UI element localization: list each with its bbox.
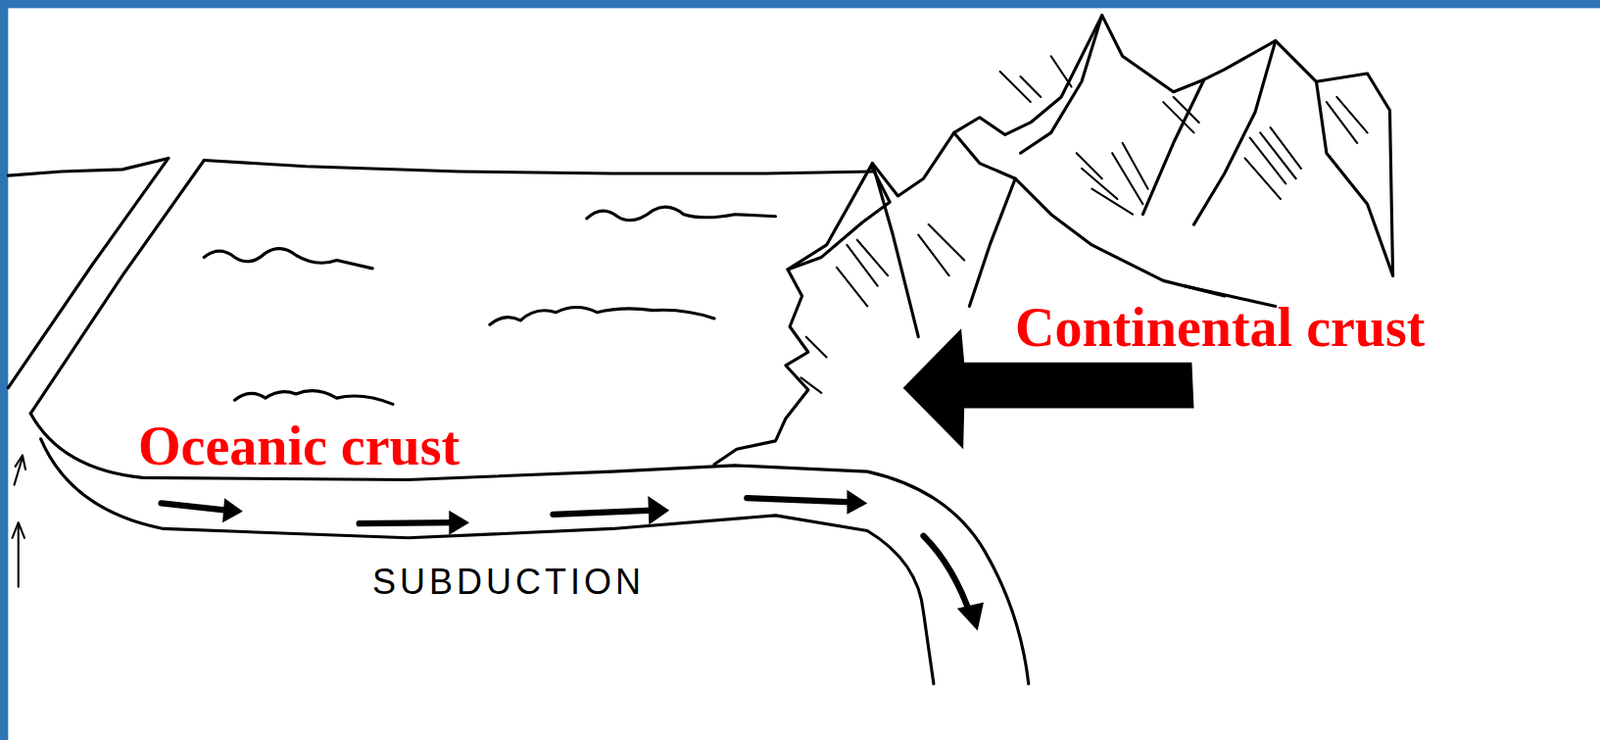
crust-label: Continental crust (1015, 299, 1425, 355)
sea-surface (7, 157, 169, 176)
wave (235, 390, 393, 405)
slab-top (30, 413, 1029, 684)
crust-label: Oceanic crust (138, 418, 460, 474)
mountain-flank (1315, 81, 1393, 276)
sea-surface (203, 159, 873, 174)
motion-arrow (746, 497, 852, 502)
motion-arrow (359, 522, 455, 524)
mountain-flank (872, 163, 919, 338)
mountain-flank (969, 178, 1016, 306)
wave (489, 306, 715, 325)
ridge-edge (7, 157, 169, 388)
mountain-ridge (787, 15, 1394, 277)
mountain-flank (1194, 41, 1276, 225)
motion-arrow (552, 510, 653, 515)
motion-arrow (161, 502, 228, 510)
mountain-flank (1019, 15, 1102, 154)
motion-arrow (923, 535, 972, 618)
upwelling-arrow (17, 525, 20, 586)
ridge-edge (30, 159, 204, 413)
process-label: SUBDUCTION (372, 564, 645, 600)
coastline (714, 168, 890, 465)
mountain-flank (954, 132, 1225, 296)
slab-bottom (41, 438, 934, 684)
wave (586, 206, 776, 221)
mountain-flank (1142, 79, 1204, 214)
frame-bar (0, 0, 8, 740)
wave (203, 248, 373, 269)
frame-bar (0, 0, 1600, 8)
